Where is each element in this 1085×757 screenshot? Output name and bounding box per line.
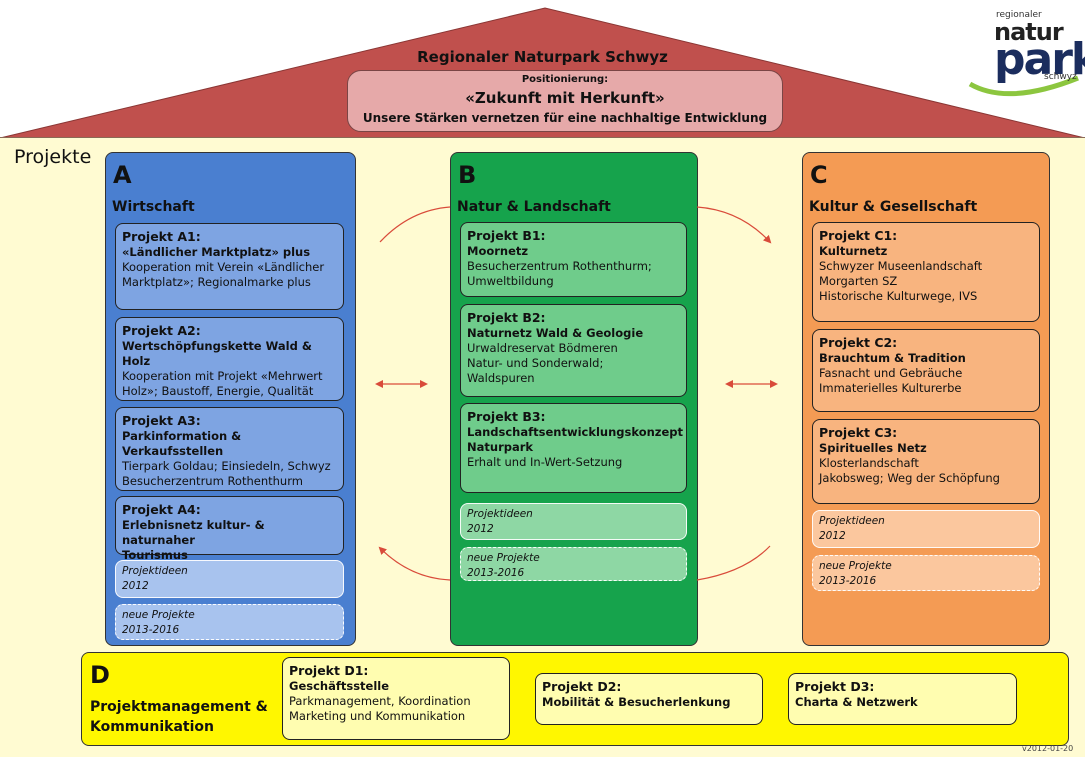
column-letter: A (113, 161, 132, 189)
column-a: A Wirtschaft Projekt A1: «Ländlicher Mar… (105, 152, 356, 646)
project-title: Projekt A3: (122, 413, 201, 428)
motto-subline: Unsere Stärken vernetzen für eine nachha… (362, 111, 768, 125)
page-title: Regionaler Naturpark Schwyz (417, 48, 668, 66)
project-subtitle: Spirituelles Netz (819, 441, 927, 455)
project-desc: Schwyzer Museenlandschaft Morgarten SZ H… (819, 259, 983, 303)
project-desc: Erhalt und In-Wert-Setzung (467, 455, 623, 469)
project-title: Projekt A1: (122, 229, 201, 244)
logo-text-park: park (994, 34, 1085, 85)
new-projects-box: neue Projekte 2013-2016 (460, 547, 687, 581)
project-desc: Parkmanagement, Koordination Marketing u… (289, 694, 471, 723)
positioning-label: Positionierung: (521, 74, 609, 85)
logo-text-schwyz: schwyz (1044, 72, 1077, 82)
project-ideas-box: Projektideen 2012 (812, 510, 1040, 548)
column-letter: C (810, 161, 828, 189)
project-card-a1: Projekt A1: «Ländlicher Marktplatz» plus… (115, 223, 344, 310)
project-subtitle: Geschäftsstelle (289, 679, 390, 693)
version-label: v2012-01-20 (1022, 744, 1074, 753)
project-ideas-box: Projektideen 2012 (460, 503, 687, 540)
project-card-a2: Projekt A2: Wertschöpfungskette Wald & H… (115, 317, 344, 401)
project-card-c1: Projekt C1: Kulturnetz Schwyzer Museenla… (812, 222, 1040, 322)
project-desc: Besucherzentrum Rothenthurm; Umweltbildu… (467, 259, 652, 288)
project-desc: Fasnacht und Gebräuche Immaterielles Kul… (819, 366, 963, 395)
column-c: C Kultur & Gesellschaft Projekt C1: Kult… (802, 152, 1050, 646)
row-name: Projektmanagement & Kommunikation (90, 699, 268, 735)
project-subtitle: Naturnetz Wald & Geologie (467, 326, 644, 340)
project-card-b2: Projekt B2: Naturnetz Wald & Geologie Ur… (460, 304, 687, 397)
project-subtitle: Wertschöpfungskette Wald & Holz (122, 339, 312, 368)
arc-arrow-top-right (696, 206, 772, 244)
project-title: Projekt B3: (467, 409, 546, 424)
arc-arrow-bottom-left (378, 546, 451, 581)
project-card-d1: Projekt D1: Geschäftsstelle Parkmanageme… (282, 657, 510, 740)
row-letter: D (90, 661, 110, 689)
project-ideas-box: Projektideen 2012 (115, 560, 344, 598)
project-desc: Kooperation mit Verein «Ländlicher Markt… (122, 260, 325, 289)
project-subtitle: «Ländlicher Marktplatz» plus (122, 245, 311, 259)
new-projects-box: neue Projekte 2013-2016 (115, 604, 344, 640)
column-letter: B (458, 161, 477, 189)
project-title: Projekt D1: (289, 663, 369, 678)
project-desc: Tierpark Goldau; Einsiedeln, Schwyz Besu… (122, 459, 331, 488)
new-projects-box: neue Projekte 2013-2016 (812, 555, 1040, 591)
project-title: Projekt B1: (467, 228, 546, 243)
project-subtitle: Parkinformation & Verkaufsstellen (122, 429, 242, 458)
project-title: Projekt C3: (819, 425, 898, 440)
column-b: B Natur & Landschaft Projekt B1: Moornet… (450, 152, 698, 646)
project-desc: Klosterlandschaft Jakobsweg; Weg der Sch… (819, 456, 1000, 485)
logo-swoosh-icon (968, 75, 1079, 97)
project-card-c2: Projekt C2: Brauchtum & Tradition Fasnac… (812, 329, 1040, 412)
project-card-c3: Projekt C3: Spirituelles Netz Klosterlan… (812, 419, 1040, 504)
section-label: Projekte (14, 146, 92, 168)
column-name: Wirtschaft (112, 199, 195, 215)
project-subtitle: Kulturnetz (819, 244, 888, 258)
project-subtitle: Brauchtum & Tradition (819, 351, 966, 365)
project-title: Projekt C2: (819, 335, 898, 350)
project-title: Projekt B2: (467, 310, 546, 325)
column-name: Natur & Landschaft (457, 199, 611, 215)
project-card-a4: Projekt A4: Erlebnisnetz kultur- & natur… (115, 496, 344, 562)
project-subtitle: Charta & Netzwerk (795, 695, 918, 709)
project-card-b3: Projekt B3: Landschaftsentwicklungskonze… (460, 403, 687, 493)
logo-text-natur: natur (994, 18, 1064, 46)
project-subtitle: Erlebnisnetz kultur- & naturnaher Touris… (122, 518, 265, 562)
project-desc: Urwaldreservat Bödmeren Natur- und Sonde… (467, 341, 618, 385)
project-card-a3: Projekt A3: Parkinformation & Verkaufsst… (115, 407, 344, 491)
project-title: Projekt A4: (122, 502, 201, 517)
project-card-d3: Projekt D3: Charta & Netzwerk (788, 673, 1017, 725)
arc-arrow-bottom-right (696, 545, 771, 581)
project-title: Projekt D3: (795, 679, 875, 694)
arc-arrow-top-left (379, 206, 451, 243)
logo-text-regionaler: regionaler (996, 10, 1042, 20)
project-title: Projekt D2: (542, 679, 622, 694)
project-desc: Kooperation mit Projekt «Mehrwert Holz»;… (122, 369, 323, 398)
project-subtitle: Moornetz (467, 244, 529, 258)
project-card-d2: Projekt D2: Mobilität & Besucherlenkung (535, 673, 763, 725)
naturpark-logo: regionaler natur park schwyz (968, 6, 1085, 98)
project-card-b1: Projekt B1: Moornetz Besucherzentrum Rot… (460, 222, 687, 297)
motto: «Zukunft mit Herkunft» (465, 89, 665, 107)
project-subtitle: Mobilität & Besucherlenkung (542, 695, 731, 709)
project-title: Projekt A2: (122, 323, 201, 338)
project-subtitle: Landschaftsentwicklungskonzept Naturpark (467, 425, 684, 454)
positioning-box: Positionierung: «Zukunft mit Herkunft» U… (347, 70, 783, 132)
project-title: Projekt C1: (819, 228, 898, 243)
column-name: Kultur & Gesellschaft (809, 199, 978, 215)
